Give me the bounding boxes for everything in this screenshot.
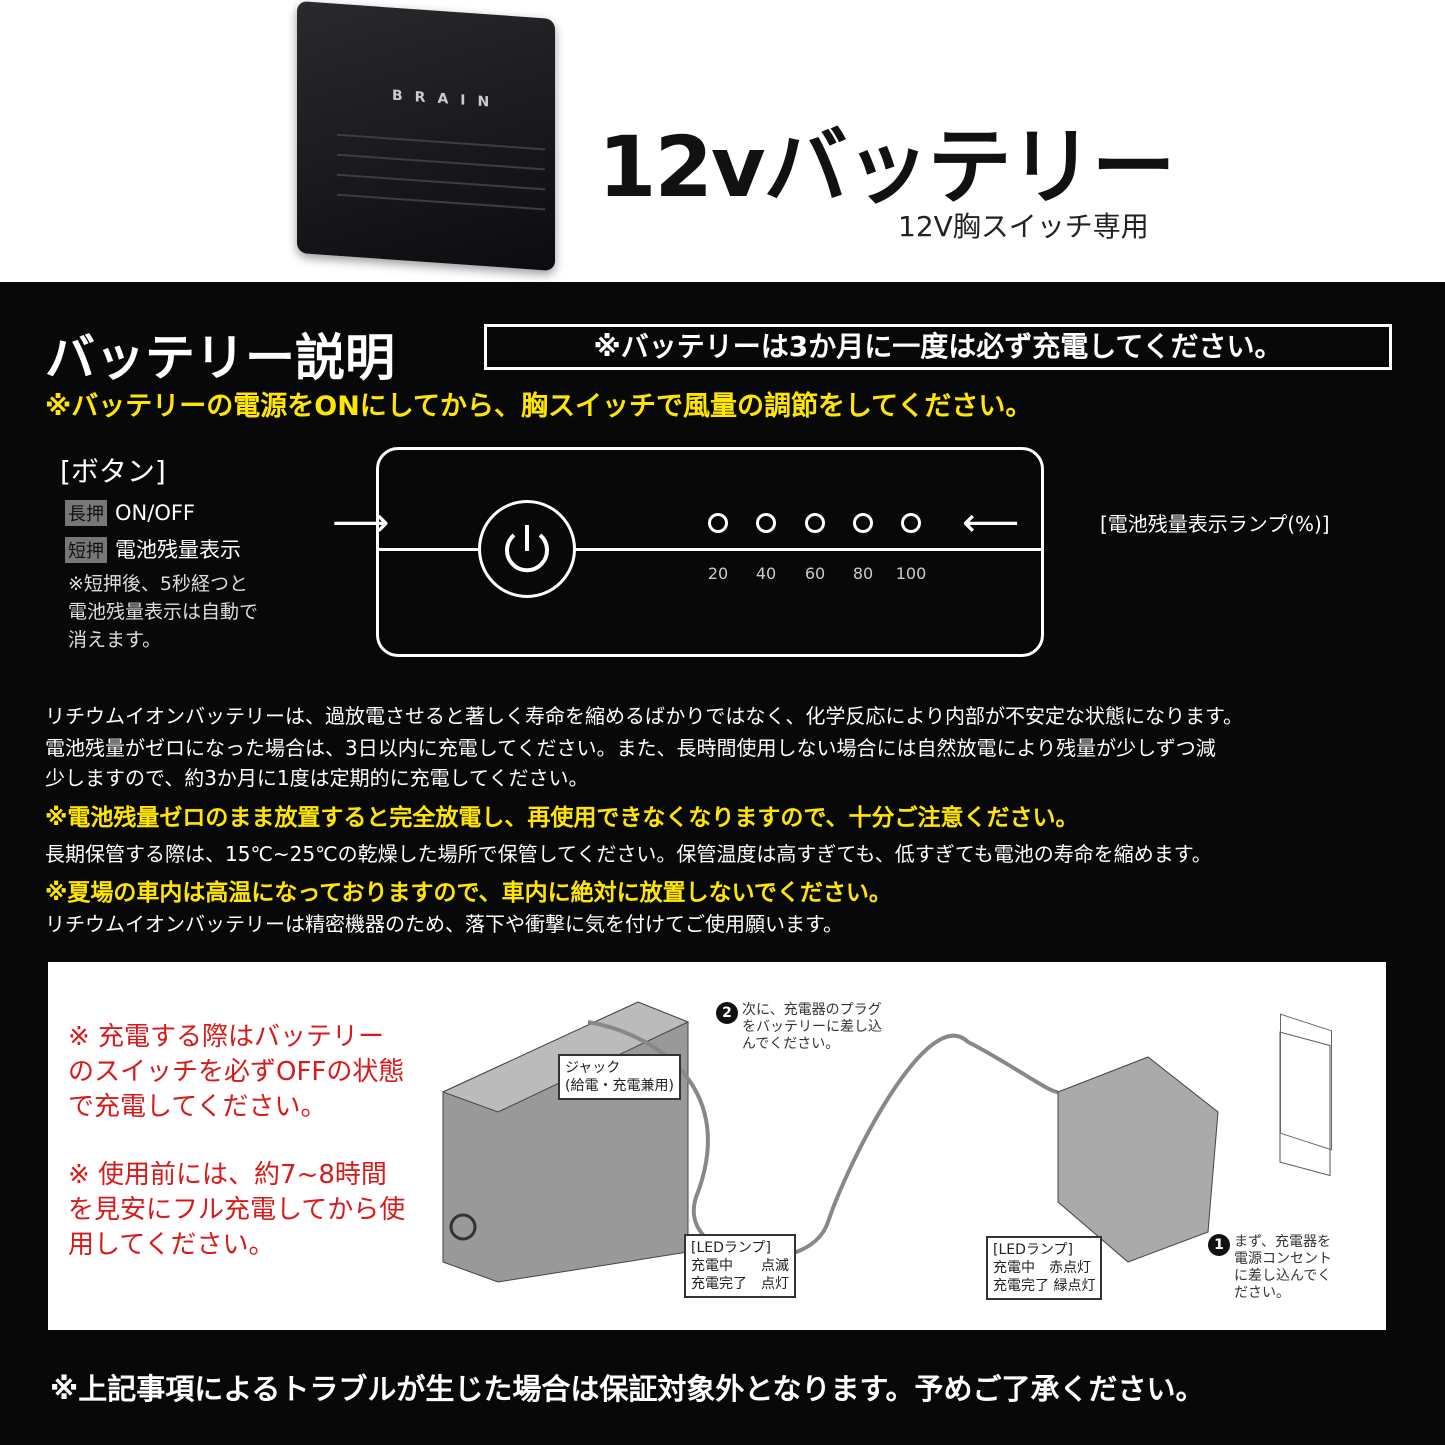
level-label: 100 [895,564,927,583]
level-label: 40 [755,564,777,583]
button-heading: [ボタン] [60,455,166,488]
battery-panel-diagram [376,447,1044,657]
arrow-left-icon: ⟵ [962,500,1020,546]
warning-text: ※電池残量ゼロのまま放置すると完全放電し、再使用できなくなりますので、十分ご注意… [45,805,1079,831]
charge-notice: ※バッテリーは3か月に一度は必ず充電してください。 [484,324,1392,370]
body-text: リチウムイオンバッテリーは、過放電させると著しく寿命を縮めるばかりではなく、化学… [45,704,1243,728]
battery-led-legend: [LEDランプ] 充電中 点滅 充電完了 点灯 [684,1234,796,1298]
warning-text: ※夏場の車内は高温になっておりますので、車内に絶対に放置しないでください。 [45,880,892,906]
short-press-action: 電池残量表示 [115,538,241,562]
led-indicator [708,513,728,533]
body-text: リチウムイオンバッテリーは精密機器のため、落下や衝撃に気を付けてご使用願います。 [45,912,843,936]
charging-caution: ※ 充電する際はバッテリーのスイッチを必ずOFFの状態で充電してください。 [68,1022,405,1122]
note-line: 電池残量表示は自動で [68,601,259,623]
charger-illustration [441,1001,1331,1283]
long-press-row: 長押 ON/OFF [65,500,195,526]
power-note: ※バッテリーの電源をONにしてから、胸スイッチで風量の調節をしてください。 [45,391,1033,422]
body-text: 電池残量がゼロになった場合は、3日以内に充電してください。また、長時間使用しない… [45,736,1216,760]
led-indicator [853,513,873,533]
precharge-caution: ※ 使用前には、約7~8時間を見安にフル充電してから使用してください。 [68,1160,406,1260]
brand-logo: BRAIN [392,87,502,112]
charging-diagram: ※ 充電する際はバッテリーのスイッチを必ずOFFの状態で充電してください。 ※ … [48,962,1386,1330]
product-subtitle: 12V胸スイッチ専用 [898,210,1149,243]
power-button-icon [478,500,576,598]
note-line: ※短押後、5秒経つと [68,573,249,595]
long-press-tag: 長押 [65,500,107,526]
battery-product-image: BRAIN [297,0,555,272]
short-press-row: 短押電池残量表示 [65,534,241,564]
arrow-right-icon: ⟶ [332,500,390,546]
led-indicator [901,513,921,533]
level-label: 20 [707,564,729,583]
level-label: 60 [804,564,826,583]
body-text: 少しますので、約3か月に1度は定期的に充電してください。 [45,766,589,790]
level-label: 80 [852,564,874,583]
section-title: バッテリー説明 [45,329,395,387]
product-title: 12vバッテリー [598,118,1176,216]
wall-outlet-icon [1280,1013,1332,1151]
body-text: 長期保管する際は、15℃~25℃の乾燥した場所で保管してください。保管温度は高す… [45,842,1212,866]
charger-led-legend: [LEDランプ] 充電中 赤点灯 充電完了 緑点灯 [986,1236,1103,1300]
header-area: BRAIN 12vバッテリー 12V胸スイッチ専用 [0,0,1445,282]
led-indicator [756,513,776,533]
lamp-label: [電池残量表示ランプ(%)] [1100,512,1330,536]
button-note: ※短押後、5秒経つと 電池残量表示は自動で 消えます。 [68,570,258,654]
warranty-footer: ※上記事項によるトラブルが生じた場合は保証対象外となります。予めご了承ください。 [50,1372,1205,1406]
led-indicator [805,513,825,533]
short-press-tag: 短押 [65,537,107,563]
note-line: 消えます。 [68,629,162,651]
jack-label: ジャック (給電・充電兼用) [558,1054,681,1100]
long-press-action: ON/OFF [115,501,196,525]
